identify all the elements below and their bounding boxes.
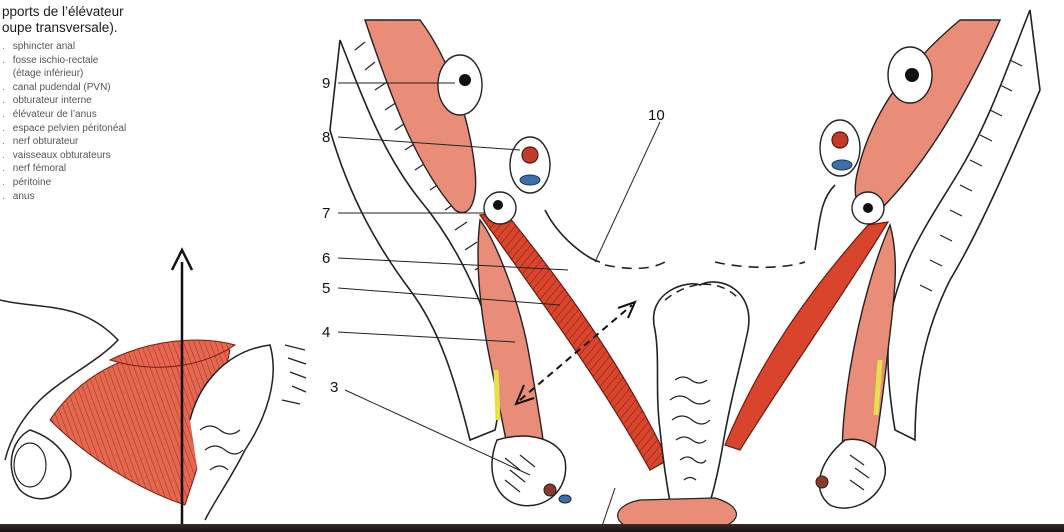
inset-hatch [282, 345, 306, 404]
label-9: 9 [322, 75, 330, 92]
label-6: 6 [322, 250, 330, 267]
obturator-artery [522, 147, 538, 163]
inset-sagittal-view [0, 250, 306, 532]
coccyx-tip [14, 443, 46, 487]
right-peritoneum [815, 185, 835, 250]
label-4: 4 [322, 324, 330, 341]
obturator-nerve-dot [459, 74, 471, 86]
rectum-wall [654, 282, 749, 532]
bottom-frame-bar [0, 524, 1064, 532]
peritoneum-line [545, 210, 600, 262]
double-arrow-head-up [618, 302, 635, 318]
label-7: 7 [322, 205, 330, 222]
right-ischial-tuberosity [819, 439, 885, 508]
obturator-vein [520, 175, 540, 185]
label-10: 10 [648, 107, 665, 124]
label-8: 8 [322, 129, 330, 146]
left-ischial-tuberosity [492, 436, 566, 506]
label-5: 5 [322, 280, 330, 297]
label-3: 3 [330, 379, 338, 396]
left-pudendal-nerve [496, 370, 498, 420]
coronal-section [330, 10, 1040, 532]
peritoneum-dashed [605, 262, 805, 268]
